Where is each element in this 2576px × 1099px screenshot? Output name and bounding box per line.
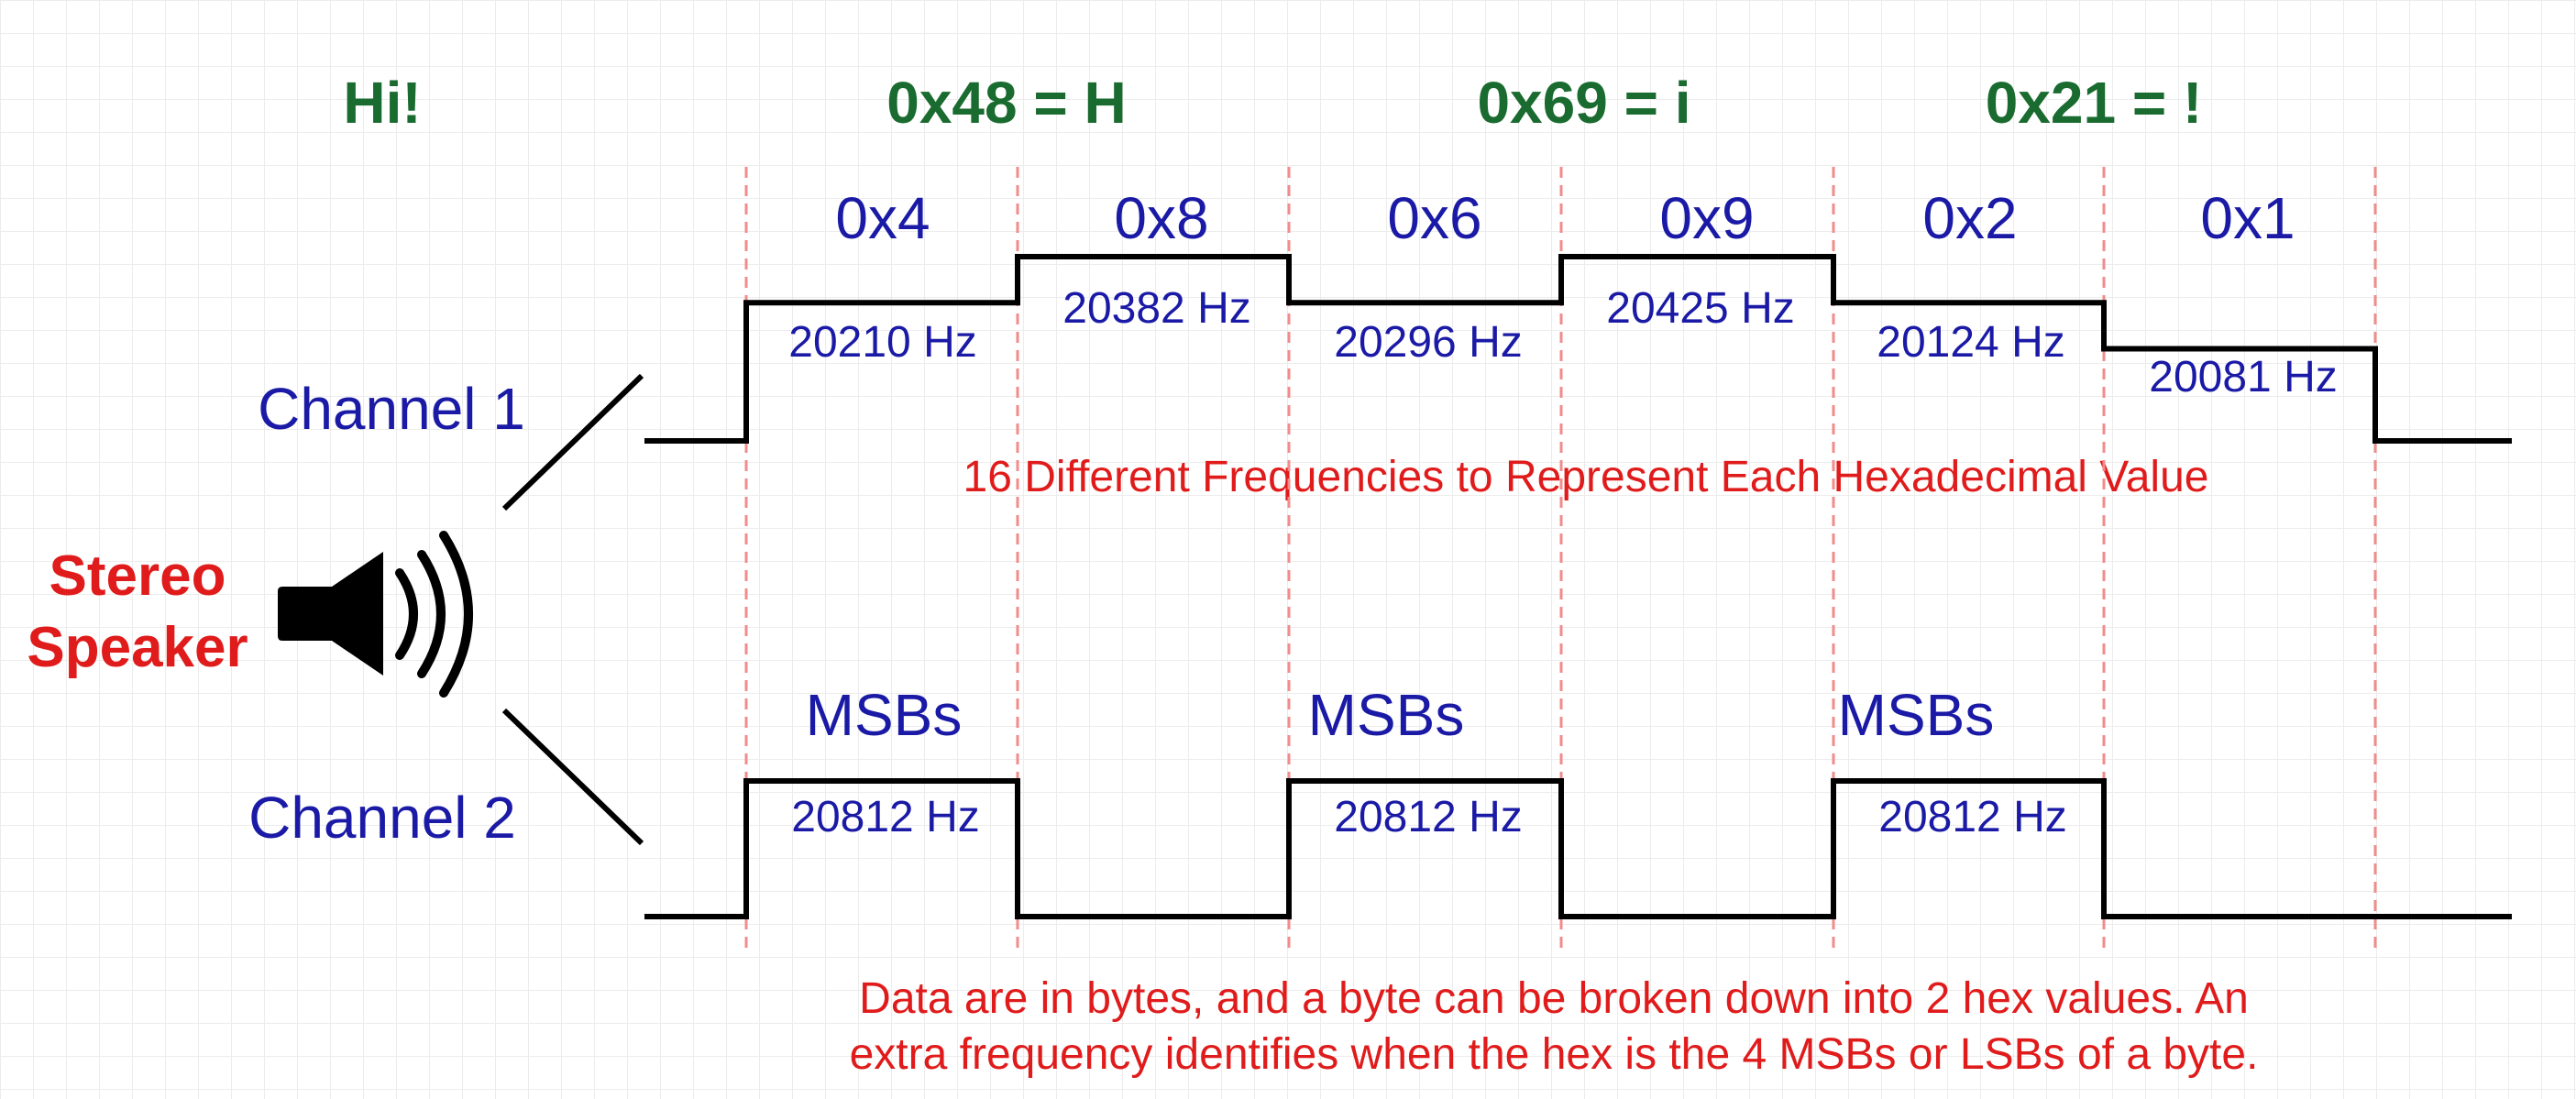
byte-label-1: 0x69 = i [1477,70,1691,136]
msb-label-2: MSBs [1837,682,1995,748]
hex-label-1: 0x8 [1114,185,1209,251]
hex-label-2: 0x6 [1387,185,1482,251]
speaker-to-channel-1-line [501,373,644,511]
channel-1-waveform [644,254,2512,444]
channel-2-label: Channel 2 [248,785,516,851]
freq-label-3: 20425 Hz [1606,284,1795,333]
freq-label-1: 20382 Hz [1062,284,1251,333]
speaker-label-line2: Speaker [27,615,248,679]
channel-2-waveform [644,778,2512,919]
message-label: Hi! [343,70,422,136]
freq-label-0: 20210 Hz [788,318,977,367]
msb-label-1: MSBs [1307,682,1465,748]
speaker-label-line1: Stereo [49,544,226,608]
footer-note-line1: Data are in bytes, and a byte can be bro… [859,974,2249,1023]
hex-label-5: 0x1 [2200,185,2295,251]
msb-freq-label-0: 20812 Hz [791,793,980,841]
msb-freq-label-1: 20812 Hz [1334,793,1523,841]
frequency-note: 16 Different Frequencies to Represent Ea… [963,453,2209,501]
footer-note: Data are in bytes, and a byte can be bro… [850,972,2259,1083]
footer-note-line2: extra frequency identifies when the hex … [849,1029,2259,1079]
msb-label-0: MSBs [805,682,963,748]
byte-label-0: 0x48 = H [886,70,1127,136]
speaker-to-channel-2-line [501,708,644,846]
hex-label-0: 0x4 [835,185,930,251]
freq-label-4: 20124 Hz [1877,318,2065,367]
msb-freq-label-2: 20812 Hz [1878,793,2067,841]
byte-label-2: 0x21 = ! [1985,70,2203,136]
hex-label-4: 0x2 [1922,185,2018,251]
freq-label-2: 20296 Hz [1334,318,1523,367]
speaker-label: Stereo Speaker [27,541,248,683]
speaker-icon [278,531,473,698]
channel-1-label: Channel 1 [258,376,525,442]
hex-label-3: 0x9 [1659,185,1755,251]
freq-label-5: 20081 Hz [2149,353,2338,401]
